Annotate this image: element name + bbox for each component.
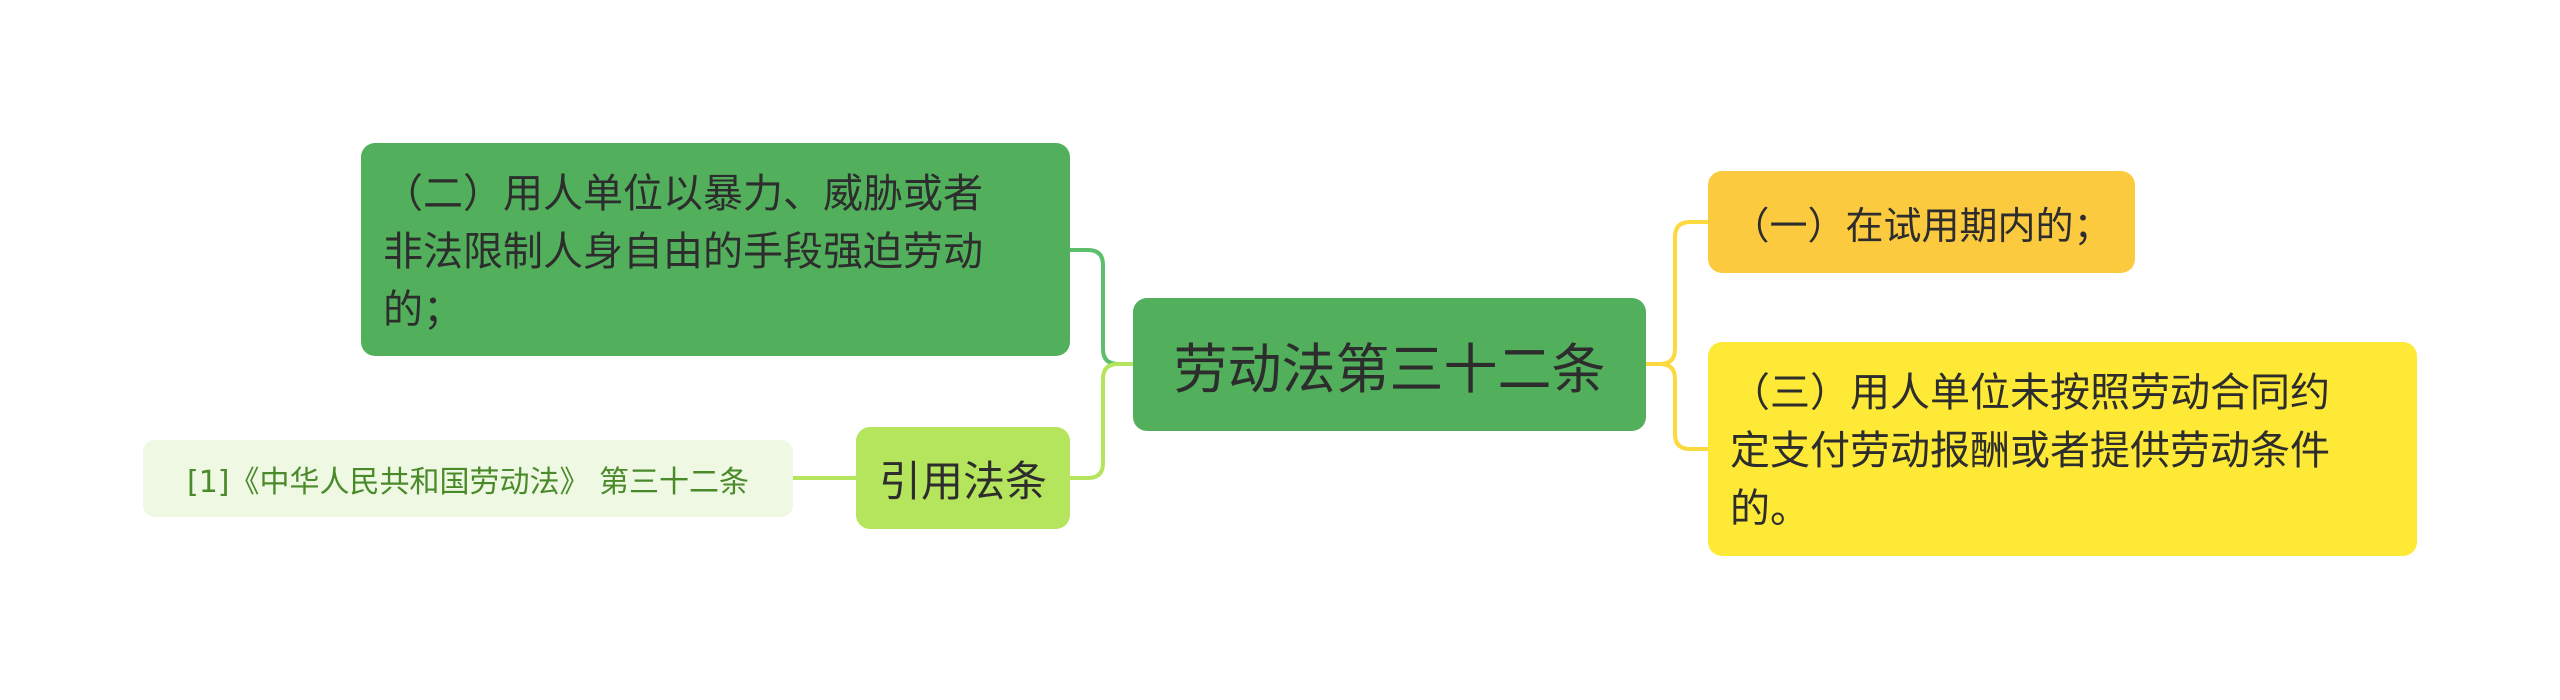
connector-root-to-right-1 xyxy=(1646,220,1708,366)
branch-node-unpaid-wages[interactable]: （三）用人单位未按照劳动合同约 定支付劳动报酬或者提供劳动条件 的。 xyxy=(1708,342,2417,556)
branch-label-probation: （一）在试用期内的； xyxy=(1731,203,2112,248)
branch-node-cited-law[interactable]: 引用法条 xyxy=(856,427,1070,529)
leaf-node-law-reference[interactable]: [1]《中华人民共和国劳动法》 第三十二条 xyxy=(143,440,793,517)
connector-root-to-left-1 xyxy=(1070,248,1133,366)
root-topic-node[interactable]: 劳动法第三十二条 xyxy=(1133,298,1646,431)
connector-root-to-right-2 xyxy=(1646,362,1708,451)
branch-label-unpaid-wages: （三）用人单位未按照劳动合同约 定支付劳动报酬或者提供劳动条件 的。 xyxy=(1730,370,2330,532)
branch-label-coercion: （二）用人单位以暴力、威胁或者 非法限制人身自由的手段强迫劳动 的； xyxy=(383,171,983,333)
connector-root-to-left-2 xyxy=(1070,362,1133,480)
branch-label-cited-law: 引用法条 xyxy=(878,456,1047,506)
leaf-label-law-reference: [1]《中华人民共和国劳动法》 第三十二条 xyxy=(186,464,750,500)
branch-node-coercion[interactable]: （二）用人单位以暴力、威胁或者 非法限制人身自由的手段强迫劳动 的； xyxy=(361,143,1070,356)
root-topic-label: 劳动法第三十二条 xyxy=(1173,338,1606,401)
branch-node-probation[interactable]: （一）在试用期内的； xyxy=(1708,171,2135,273)
